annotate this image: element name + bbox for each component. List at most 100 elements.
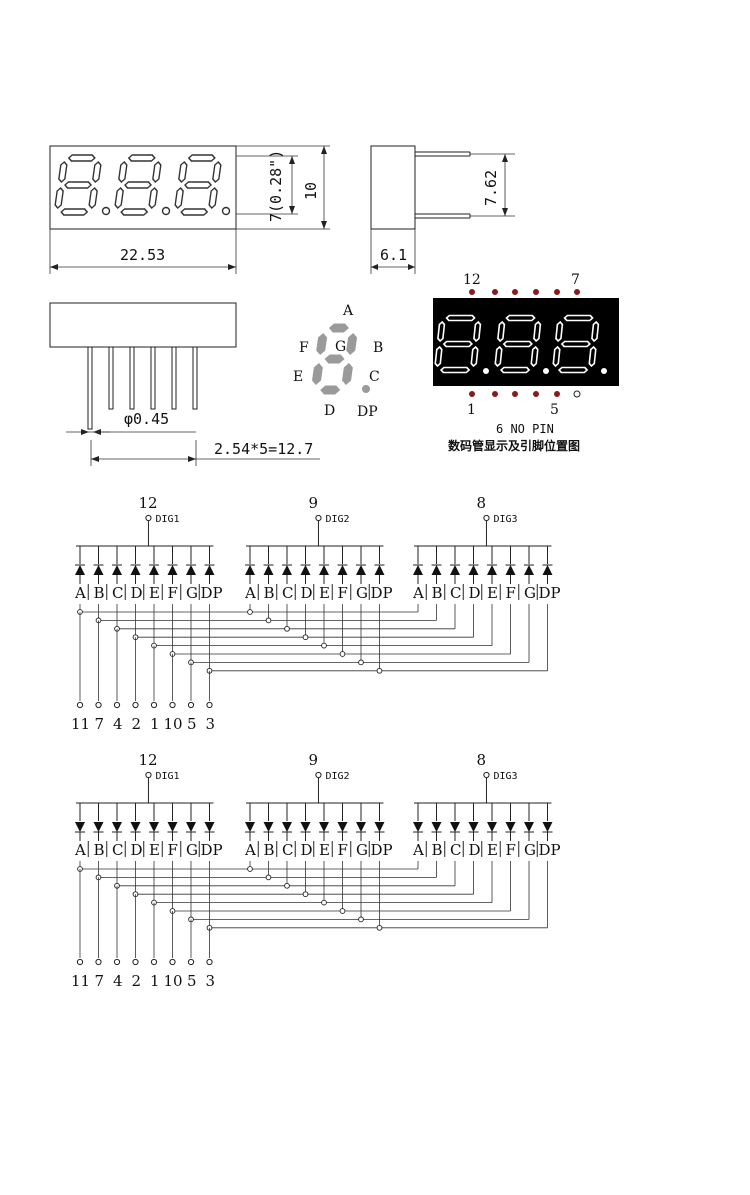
diode-2-F xyxy=(337,565,348,575)
pin-terminal-d xyxy=(132,958,139,966)
bottom-view-body xyxy=(49,302,237,348)
wire-junction-2-b xyxy=(265,874,272,881)
diode-3-C xyxy=(450,822,460,832)
front-digit-3-seg-b xyxy=(212,161,222,183)
segment-label-1-e: E xyxy=(149,584,160,602)
bottom-view-pins xyxy=(87,346,198,430)
front-view-body xyxy=(49,145,237,230)
display-digit-1-seg-d xyxy=(439,366,471,374)
wire-junction-2-dp xyxy=(376,924,383,931)
bottom-view: φ0.45 2.54*5=12.7 xyxy=(49,302,320,466)
segment-label-1-dp: DP xyxy=(201,841,223,859)
pin-number-f: 10 xyxy=(164,972,183,990)
display-digit-3-seg-e xyxy=(552,345,561,368)
segment-label-2-d: D xyxy=(301,584,313,602)
digit-name-2: DIG2 xyxy=(325,771,349,782)
display-digit-1-seg-f xyxy=(437,320,446,343)
digit-terminal-1 xyxy=(145,771,152,779)
segment-label-2-dp: DP xyxy=(371,584,393,602)
display-digit-1 xyxy=(434,314,482,374)
pin-terminal-b xyxy=(95,701,102,709)
front-digit-3-seg-f xyxy=(178,161,188,183)
display-digit-2-seg-d xyxy=(499,366,531,374)
diode-1-E xyxy=(149,565,159,575)
front-digit-2 xyxy=(114,154,162,216)
diode-1-A xyxy=(75,565,85,575)
front-digit-1-seg-f xyxy=(58,161,68,183)
digit-name-1: DIG1 xyxy=(155,771,179,782)
pin-label-top-left: 12 xyxy=(463,272,481,288)
display-digit-2 xyxy=(494,314,542,374)
digit-terminal-3 xyxy=(483,771,490,779)
segment-label-1-b: B xyxy=(94,841,105,859)
pin-dot-bottom-1 xyxy=(469,391,475,397)
pin-dot-top-2 xyxy=(492,289,498,295)
diode-1-C xyxy=(112,565,122,575)
diode-2-G xyxy=(356,565,366,575)
pin-terminal-dp xyxy=(206,701,213,709)
legend-label-f: F xyxy=(299,340,309,356)
digit-terminal-1 xyxy=(145,514,152,522)
diode-3-D xyxy=(468,822,479,832)
display-digit-1-dp xyxy=(483,368,489,374)
pin-number-dp: 3 xyxy=(206,715,216,733)
segment-label-1-b: B xyxy=(94,584,105,602)
segment-label-3-b: B xyxy=(432,584,443,602)
diode-3-C xyxy=(450,565,460,575)
display-digit-2-seg-g xyxy=(502,340,533,348)
wire-junction-2-dp xyxy=(376,667,383,674)
diode-3-A xyxy=(413,822,423,832)
diode-2-D xyxy=(300,822,311,832)
segment-label-2-e: E xyxy=(319,584,330,602)
segment-label-3-e: E xyxy=(487,841,498,859)
wire-junction-2-c xyxy=(284,882,290,889)
digit-pin-label-2: 9 xyxy=(308,494,318,512)
diode-2-E xyxy=(319,822,329,832)
segment-label-2-d: D xyxy=(301,841,313,859)
pin-terminal-c xyxy=(113,701,121,709)
pin-number-d: 2 xyxy=(132,972,142,990)
diode-1-G xyxy=(186,565,196,575)
wire-junction-2-f xyxy=(339,651,346,657)
pin-dot-top-6 xyxy=(574,289,580,295)
segment-label-2-f: F xyxy=(338,584,348,602)
pin-number-g: 5 xyxy=(187,715,197,733)
diode-2-C xyxy=(282,565,292,575)
digit-pin-label-1: 12 xyxy=(138,494,157,512)
diode-3-A xyxy=(413,565,423,575)
wire-junction-2-c xyxy=(284,625,290,632)
width-label: 22.53 xyxy=(120,246,165,264)
legend-label-c: C xyxy=(369,369,380,385)
front-digit-1-seg-b xyxy=(92,161,102,183)
bottom-pin-4 xyxy=(150,346,156,410)
front-digit-3-seg-e xyxy=(174,187,184,209)
front-digit-3-seg-c xyxy=(208,187,218,209)
diode-3-B xyxy=(431,822,442,832)
legend-label-d: D xyxy=(324,403,335,419)
legend-label-g: G xyxy=(335,339,346,355)
segment-label-2-b: B xyxy=(264,584,275,602)
front-digit-1-seg-d xyxy=(60,208,89,216)
display-digit-1-seg-g xyxy=(442,340,473,348)
pin-diameter-label: φ0.45 xyxy=(124,410,169,428)
no-pin-note: 6 NO PIN xyxy=(496,422,554,436)
pin-terminal-f xyxy=(169,958,176,966)
depth-label: 6.1 xyxy=(380,246,407,264)
height-label: 10 xyxy=(302,182,320,200)
display-digit-3-seg-c xyxy=(588,345,597,368)
wire-junction-2-a xyxy=(247,866,253,872)
segment-label-3-d: D xyxy=(469,584,481,602)
segment-label-3-c: C xyxy=(450,841,461,859)
legend-digit xyxy=(312,323,370,395)
segment-label-3-dp: DP xyxy=(539,584,561,602)
segment-label-2-dp: DP xyxy=(371,841,393,859)
front-digit-1-seg-c xyxy=(88,187,98,209)
bottom-pin-6 xyxy=(192,346,198,410)
diode-2-A xyxy=(245,565,255,575)
diode-2-E xyxy=(319,565,329,575)
diode-1-DP xyxy=(204,822,215,832)
display-digit-3-seg-d xyxy=(557,366,589,374)
digit-name-1: DIG1 xyxy=(155,514,179,525)
legend-seg-d xyxy=(320,385,341,395)
